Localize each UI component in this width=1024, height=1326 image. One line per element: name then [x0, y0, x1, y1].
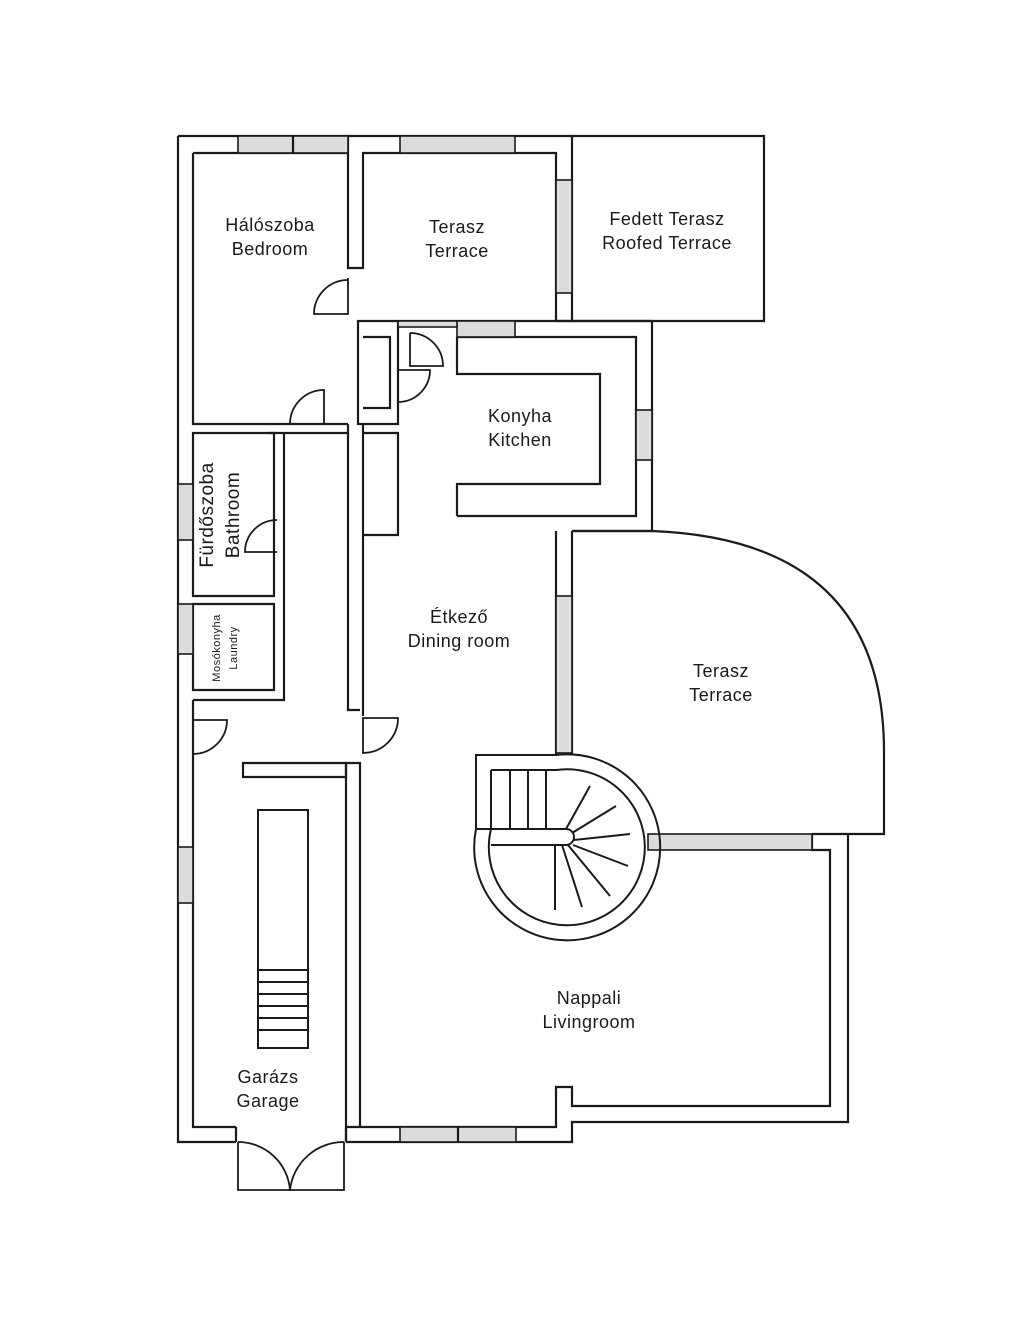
terrace-top-label-hu: Terasz: [429, 217, 485, 237]
spiral-staircase: [473, 753, 662, 942]
door-garage-gate-right: [288, 1141, 345, 1191]
door-bedroom: [289, 389, 325, 425]
kitchen-label-hu: Konyha: [488, 406, 553, 426]
window-garage: [177, 846, 194, 904]
door-dining: [362, 717, 399, 754]
roofed-terrace-label-en: Roofed Terrace: [602, 233, 732, 253]
door-closet-2: [397, 369, 431, 403]
garage-label-hu: Garázs: [237, 1067, 298, 1087]
window-bathroom: [177, 483, 194, 541]
window-living-terrace: [647, 833, 813, 851]
door-bedroom-terrace: [313, 278, 349, 315]
window-terrace-side: [555, 179, 573, 294]
door-garage-gate-left: [237, 1141, 291, 1191]
room-labels: Hálószoba Bedroom Terasz Terrace Fedett …: [197, 209, 753, 1111]
garage-ramp: [257, 809, 309, 1049]
bathroom-label-en: Bathroom: [223, 472, 244, 558]
window-dining-side: [555, 595, 573, 754]
bedroom-label-en: Bedroom: [232, 239, 309, 259]
window-kitchen-side: [635, 409, 653, 461]
garage-label-en: Garage: [236, 1091, 299, 1111]
kitchen-label-en: Kitchen: [488, 430, 552, 450]
door-garage: [192, 719, 228, 755]
terrace-top-label-en: Terrace: [425, 241, 489, 261]
windows: [177, 135, 813, 1143]
living-label-en: Livingroom: [542, 1012, 635, 1032]
window-closet: [397, 320, 458, 328]
bedroom-label-hu: Hálószoba: [225, 215, 315, 235]
terrace-right-label-en: Terrace: [689, 685, 753, 705]
dining-label-en: Dining room: [408, 631, 511, 651]
dining-label-hu: Étkező: [430, 607, 488, 627]
doors: [192, 278, 444, 1191]
window-terrace-top: [399, 135, 516, 154]
laundry-label-en: Laundry: [228, 626, 240, 669]
terrace-right-label-hu: Terasz: [693, 661, 749, 681]
living-label-hu: Nappali: [557, 988, 622, 1008]
door-bathroom: [244, 519, 278, 553]
roofed-terrace-label-hu: Fedett Terasz: [609, 209, 724, 229]
bathroom-label-hu: Fürdőszoba: [197, 462, 218, 567]
laundry-label-hu: Mosókonyha: [211, 614, 223, 682]
door-closet-1: [409, 332, 444, 367]
window-kitchen-top: [456, 320, 516, 338]
window-laundry: [177, 603, 194, 655]
